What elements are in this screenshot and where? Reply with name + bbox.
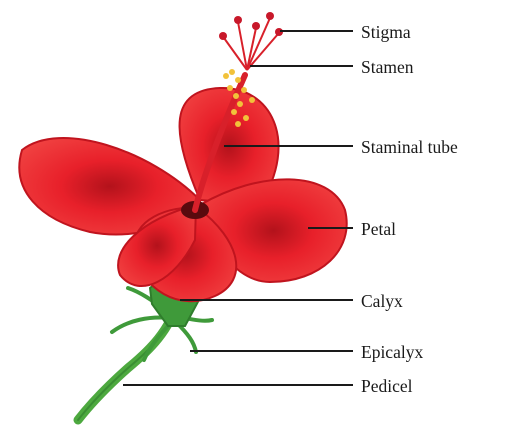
label-epicalyx: Epicalyx	[361, 342, 423, 362]
stigma-branches	[224, 18, 278, 70]
label-stamen: Stamen	[361, 57, 414, 77]
label-pedicel: Pedicel	[361, 376, 413, 396]
label-petal: Petal	[361, 219, 396, 239]
label-stigma: Stigma	[361, 22, 411, 42]
label-calyx: Calyx	[361, 291, 403, 311]
petals	[19, 88, 346, 301]
stigma-tips	[219, 12, 283, 40]
label-staminal-tube: Staminal tube	[361, 137, 458, 157]
